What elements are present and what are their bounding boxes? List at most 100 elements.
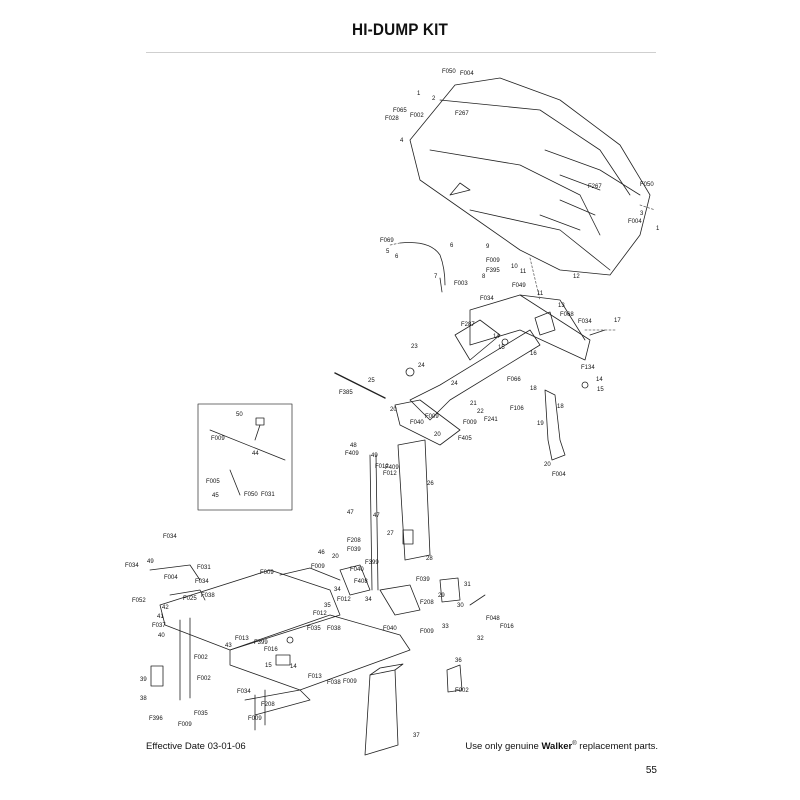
part-callout: F031 (197, 565, 211, 571)
part-callout: F040 (383, 626, 397, 632)
part-callout: 14 (596, 377, 603, 383)
part-callout: F040 (410, 420, 424, 426)
part-callout: F034 (578, 319, 592, 325)
part-callout: F039 (416, 577, 430, 583)
lift-cylinder (369, 439, 431, 591)
part-callout: F052 (132, 598, 146, 604)
part-callout: F034 (195, 579, 209, 585)
part-callout: 20 (332, 554, 339, 560)
part-callout: 2 (432, 96, 436, 102)
part-callout: 48 (350, 443, 357, 449)
part-callout: 50 (236, 412, 243, 418)
part-callout: 34 (365, 597, 372, 603)
part-callout: 17 (614, 318, 621, 324)
part-callout: F038 (201, 593, 215, 599)
cable (399, 242, 446, 286)
part-callout: 49 (371, 453, 378, 459)
part-callout: 30 (457, 603, 464, 609)
part-callout: 20 (390, 407, 397, 413)
part-callout: F267 (588, 184, 602, 190)
part-callout: F009 (211, 436, 225, 442)
decal (150, 665, 164, 687)
part-callout: 14 (290, 664, 297, 670)
lever (544, 389, 566, 461)
part-callout: F409 (385, 465, 399, 471)
part-callout: 36 (455, 658, 462, 664)
part-callout: F009 (311, 564, 325, 570)
part-callout: F396 (149, 716, 163, 722)
lift-arm-frame (394, 294, 591, 446)
part-callout: F039 (347, 547, 361, 553)
part-callout: 33 (442, 624, 449, 630)
part-callout: 27 (387, 531, 394, 537)
part-callout: F069 (380, 238, 394, 244)
part-callout: F405 (458, 436, 472, 442)
part-callout: F016 (500, 624, 514, 630)
part-callout: F038 (327, 626, 341, 632)
part-callout: 24 (418, 363, 425, 369)
part-callout: F016 (264, 647, 278, 653)
part-callout: F012 (383, 471, 397, 477)
part-callout: 6 (450, 243, 454, 249)
part-callout: F050 (244, 492, 258, 498)
part-callout: 34 (334, 587, 341, 593)
effective-date: Effective Date 03-01-06 (146, 741, 246, 752)
part-callout: F395 (486, 268, 500, 274)
part-callout: 38 (140, 696, 147, 702)
part-callout: 14 (493, 334, 500, 340)
part-callout: 5 (386, 249, 390, 255)
part-callout: F012 (337, 597, 351, 603)
part-callout: F035 (307, 626, 321, 632)
part-callout: F049 (512, 283, 526, 289)
part-callout: F040 (350, 567, 364, 573)
part-callout: F002 (410, 113, 424, 119)
part-callout: 37 (413, 733, 420, 739)
part-callout: F002 (194, 655, 208, 661)
part-callout: 23 (411, 344, 418, 350)
main-frame (149, 564, 486, 731)
part-callout: F038 (327, 680, 341, 686)
part-callout: F003 (454, 281, 468, 287)
part-callout: 1 (417, 91, 421, 97)
part-callout: 19 (537, 421, 544, 427)
part-callout: F009 (260, 570, 274, 576)
part-callout: 25 (368, 378, 375, 384)
part-callout: 42 (162, 605, 169, 611)
page-title: HI-DUMP KIT (351, 20, 449, 39)
brand-name: Walker (541, 741, 573, 753)
part-callout: F009 (486, 258, 500, 264)
part-callout: 41 (157, 614, 164, 620)
part-callout: 1 (656, 226, 660, 232)
part-callout: F208 (261, 702, 275, 708)
part-callout: 18 (530, 386, 537, 392)
part-callout: F066 (507, 377, 521, 383)
part-callout: 39 (140, 677, 147, 683)
part-callout: 9 (486, 244, 490, 250)
part-callout: F013 (235, 636, 249, 642)
part-callout: 16 (530, 351, 537, 357)
part-callout: F409 (345, 451, 359, 457)
part-callout: F005 (206, 479, 220, 485)
title-divider (146, 52, 656, 53)
notice-suffix: replacement parts. (576, 741, 658, 753)
detail-inset (197, 403, 293, 511)
part-callout: F385 (339, 390, 353, 396)
part-callout: 11 (520, 269, 527, 275)
part-callout: F009 (463, 420, 477, 426)
part-callout: 15 (597, 387, 604, 393)
notice-prefix: Use only genuine (465, 741, 542, 753)
part-callout: 49 (147, 559, 154, 565)
part-callout: F208 (347, 538, 361, 544)
hopper (409, 77, 651, 276)
part-callout: F048 (486, 616, 500, 622)
part-callout: F004 (628, 219, 642, 225)
part-callout: 28 (426, 556, 433, 562)
chute (364, 663, 404, 756)
part-callout: F004 (460, 71, 474, 77)
part-callout: F037 (152, 623, 166, 629)
part-callout: 6 (395, 254, 399, 260)
part-callout: F050 (442, 69, 456, 75)
part-callout: 18 (557, 404, 564, 410)
part-callout: F208 (420, 600, 434, 606)
